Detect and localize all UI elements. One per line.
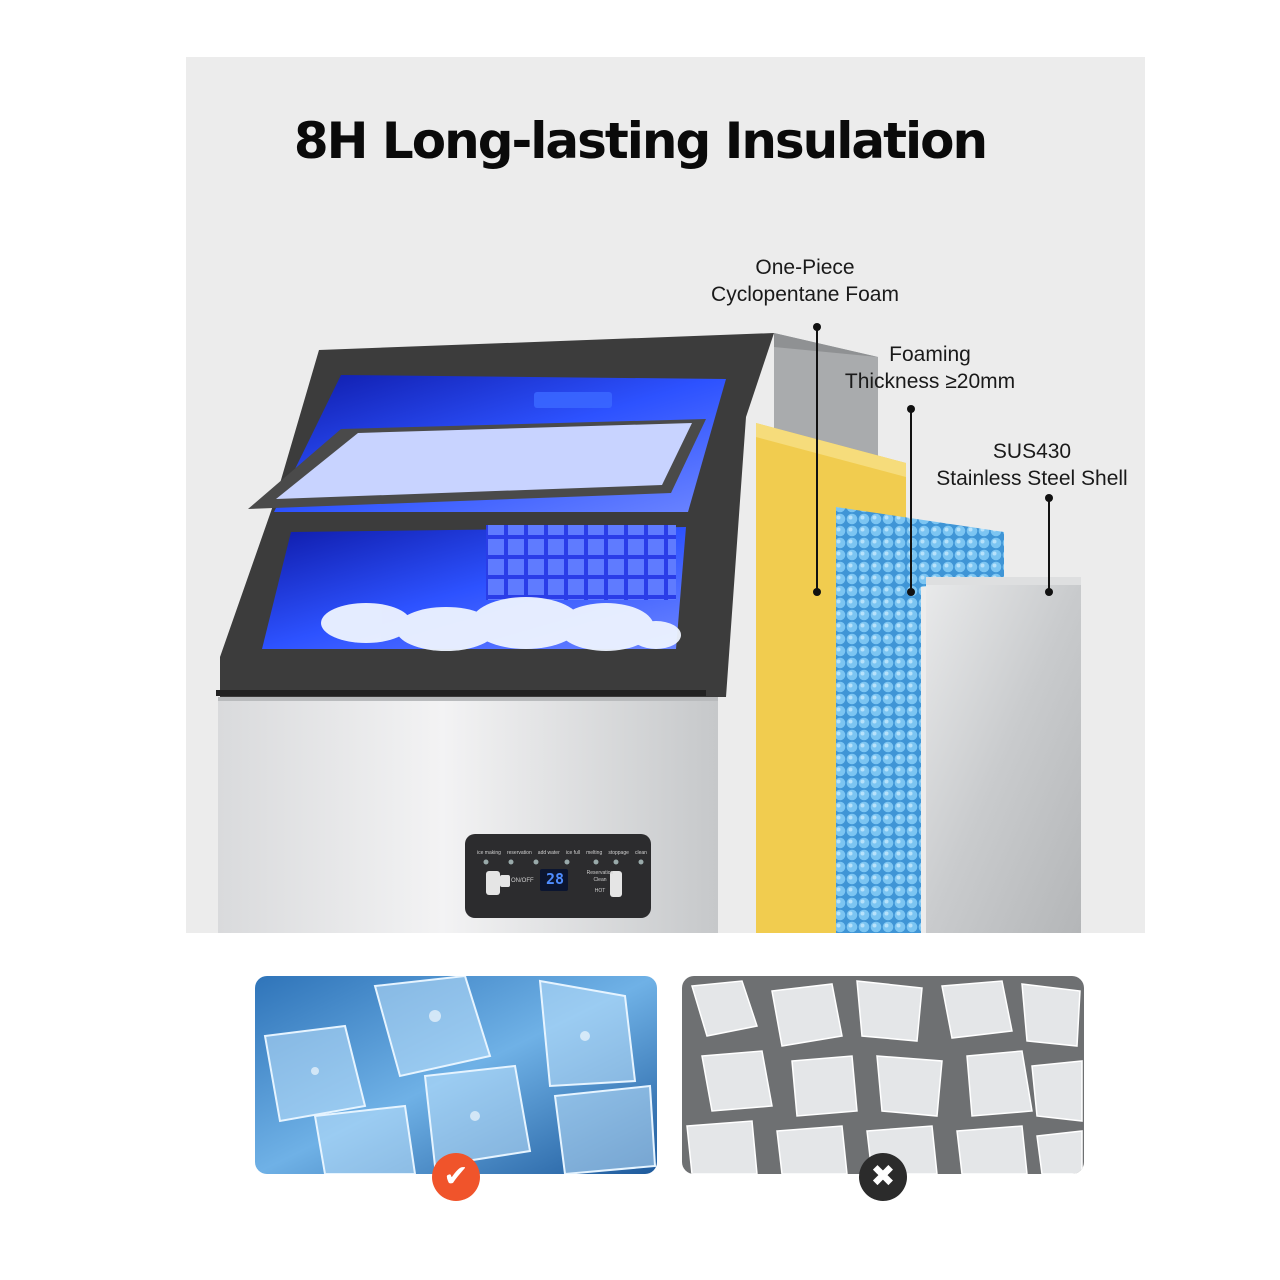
- callout-thickness-line1: Foaming: [889, 343, 971, 366]
- callout-shell-line2: Stainless Steel Shell: [936, 467, 1128, 490]
- indicator-melting: melting: [586, 850, 603, 856]
- indicator-add-water: add water: [537, 850, 560, 856]
- control-panel: 28 ON/OFF ice making reservation add wat…: [465, 834, 651, 918]
- control-panel-indicators: [483, 859, 644, 865]
- ice-maker-illustration: [216, 333, 1081, 933]
- indicator-ice-full: ice full: [565, 850, 581, 856]
- callout-shell: SUS430 Stainless Steel Shell: [920, 438, 1144, 492]
- indicator-ice-making: ice making: [477, 850, 501, 856]
- callout-foam-leader: [813, 323, 821, 596]
- callout-thickness-leader: [907, 405, 915, 596]
- panel-indicator-labels: ice making reservation add water ice ful…: [477, 850, 647, 856]
- panel-right-labels: Reservation Clean HOT: [585, 870, 615, 895]
- checkmark-icon: ✔: [432, 1153, 480, 1201]
- cross-icon: ✖: [859, 1153, 907, 1201]
- panel-hot-label: HOT: [594, 888, 606, 894]
- ice-cubes-photo: [255, 976, 657, 1174]
- panel-clean-label: Clean: [593, 877, 607, 883]
- indicator-clean: clean: [634, 850, 647, 856]
- panel-power-label: ON/OFF: [511, 878, 534, 884]
- callout-shell-line1: SUS430: [992, 440, 1072, 463]
- indicator-stoppage: stoppage: [608, 850, 629, 856]
- callout-thickness: Foaming Thickness ≥20mm: [818, 341, 1042, 395]
- callout-foam-line1: One-Piece: [755, 256, 855, 279]
- panel-reservation-label: Reservation: [586, 870, 614, 876]
- crushed-ice-photo: [682, 976, 1084, 1174]
- callout-thickness-line2: Thickness ≥20mm: [844, 370, 1016, 393]
- page-title: 8H Long-lasting Insulation: [293, 112, 988, 170]
- hero-panel: 28 ON/OFF ice making reservation add wat…: [186, 57, 1145, 933]
- callout-foam-line2: Cyclopentane Foam: [711, 283, 899, 306]
- indicator-reservation: reservation: [506, 850, 532, 856]
- panel-display: 28: [545, 870, 565, 888]
- callout-shell-leader: [1045, 494, 1053, 596]
- callout-foam: One-Piece Cyclopentane Foam: [690, 254, 920, 308]
